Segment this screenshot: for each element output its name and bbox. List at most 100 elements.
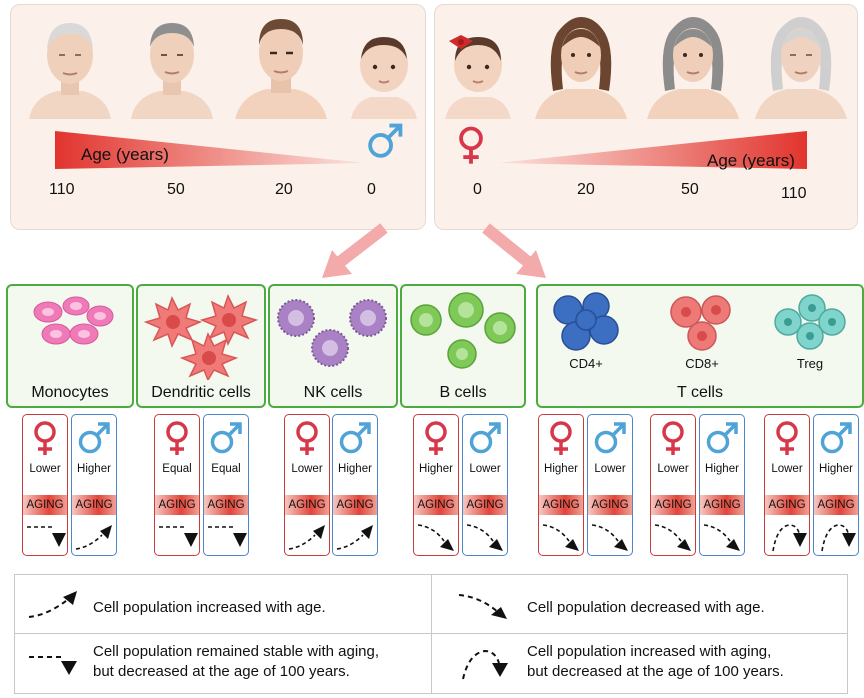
aging-label: AGING (765, 495, 809, 515)
aging-label: AGING (155, 495, 199, 515)
increase-then-decrease-trend-icon (772, 524, 807, 552)
b-cells-box: B cells (400, 284, 526, 408)
aging-label: AGING (23, 495, 67, 515)
level-label: Higher (77, 463, 111, 475)
female-symbol-icon (425, 421, 447, 457)
dendritic-cell-cluster-icon (143, 294, 259, 380)
treg-cell-cluster-icon (774, 294, 846, 350)
male-tick-110: 110 (49, 181, 75, 198)
t-cells-label: T cells (677, 384, 723, 401)
cd4-cell-cluster-icon (553, 292, 619, 351)
adult-man-face-icon (235, 19, 327, 119)
decrease-trend-icon (466, 524, 503, 551)
female-symbol-icon (34, 421, 56, 457)
t-cells-box: CD4+ CD8+ Treg T cells (536, 284, 864, 408)
level-label: Higher (544, 463, 578, 475)
decrease-trend-icon (591, 524, 628, 551)
male-symbol-icon (78, 422, 110, 454)
monocyte-cluster-icon (33, 296, 114, 345)
male-symbol-icon (820, 422, 852, 454)
decrease-trend-icon (417, 524, 454, 551)
female-age-axis-label: Age (years) (707, 151, 795, 170)
incdec-legend-line1: Cell population increased with aging, (527, 643, 772, 660)
female-symbol-icon (449, 123, 493, 167)
level-label: Higher (819, 463, 853, 475)
nk-cells-box: NK cells (268, 284, 398, 408)
increase-legend-text: Cell population increased with age. (93, 599, 326, 616)
nk-cells-label: NK cells (303, 384, 363, 401)
decrease-legend-text: Cell population decreased with age. (527, 599, 765, 616)
female-symbol-icon (776, 421, 798, 457)
level-label: Lower (657, 463, 689, 475)
elderly-man-face-icon (29, 23, 111, 119)
treg-label: Treg (796, 356, 824, 371)
stable-legend-line2: but decreased at the age of 100 years. (93, 663, 350, 680)
cd4-label: CD4+ (569, 356, 603, 371)
increase-trend-icon (336, 525, 373, 550)
aging-label: AGING (285, 495, 329, 515)
left-flow-arrow-icon (322, 223, 388, 278)
male-tick-20: 20 (275, 181, 293, 198)
b-cell-cluster-icon (410, 292, 516, 369)
aging-label: AGING (414, 495, 458, 515)
decrease-trend-icon (458, 594, 507, 619)
male-symbol-icon (339, 422, 371, 454)
level-label: Higher (419, 463, 453, 475)
nk-cell-cluster-icon (277, 299, 387, 367)
female-symbol-icon (166, 421, 188, 457)
level-label: Lower (594, 463, 626, 475)
level-label: Lower (291, 463, 323, 475)
increase-trend-icon (28, 591, 77, 618)
aging-label: AGING (72, 495, 116, 515)
trend-legend: Cell population increased with age. Cell… (14, 574, 848, 694)
male-tick-0: 0 (367, 181, 376, 198)
older-woman-face-icon (647, 17, 739, 119)
level-label: Higher (705, 463, 739, 475)
right-flow-arrow-icon (482, 223, 546, 278)
aging-label: AGING (539, 495, 583, 515)
male-age-axis-label: Age (years) (81, 145, 169, 164)
level-label: Higher (338, 463, 372, 475)
aging-label: AGING (463, 495, 507, 515)
baby-girl-face-icon (445, 35, 511, 119)
aging-label: AGING (588, 495, 632, 515)
female-age-panel: Age (years) 0 20 50 110 (434, 4, 858, 230)
aging-label: AGING (700, 495, 744, 515)
level-label: Equal (162, 463, 192, 475)
male-tick-50: 50 (167, 181, 185, 198)
increase-then-decrease-trend-icon (821, 524, 856, 552)
cd8-label: CD8+ (685, 356, 719, 371)
female-symbol-icon (296, 421, 318, 457)
monocytes-label: Monocytes (31, 384, 109, 401)
level-label: Lower (771, 463, 803, 475)
male-age-gradient-bar (55, 131, 365, 169)
b-cells-label: B cells (439, 384, 487, 401)
male-symbol-icon (469, 422, 501, 454)
female-tick-50: 50 (681, 181, 699, 198)
female-symbol-icon (662, 421, 684, 457)
female-symbol-icon (550, 421, 572, 457)
level-label: Lower (29, 463, 61, 475)
male-symbol-icon (210, 422, 242, 454)
adult-woman-face-icon (535, 17, 627, 119)
baby-boy-face-icon (351, 37, 417, 119)
stable-then-decrease-trend-icon (29, 656, 77, 675)
female-tick-110: 110 (781, 185, 807, 202)
decrease-trend-icon (703, 524, 740, 551)
increase-trend-icon (75, 525, 112, 550)
level-label: Equal (211, 463, 241, 475)
female-tick-0: 0 (473, 181, 482, 198)
elderly-woman-face-icon (755, 17, 847, 119)
